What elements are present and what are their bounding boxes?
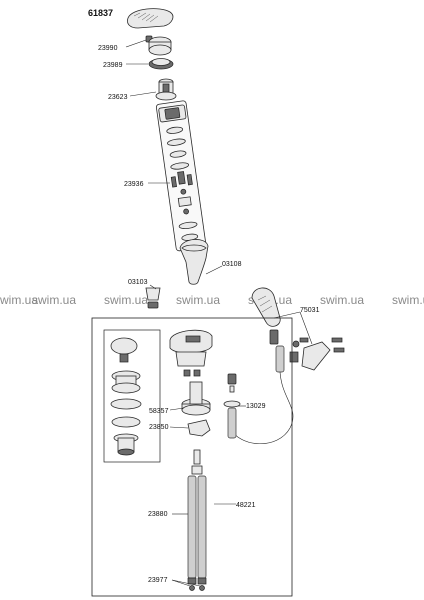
- shower-hose: [229, 340, 300, 445]
- spout: [179, 239, 209, 285]
- cover-cap: [148, 36, 172, 56]
- label-23880: 23880: [148, 511, 168, 518]
- waste-kit-frame: [103, 329, 161, 463]
- watermark-row: swim.ua swim.ua swim.ua swim.ua swim.ua …: [0, 293, 424, 307]
- label-03103: 03103: [128, 279, 148, 286]
- supply-hoses: [187, 449, 207, 585]
- mounting-nut: [181, 381, 211, 416]
- label-58357: 58357: [149, 408, 169, 415]
- label-23977: 23977: [148, 577, 168, 584]
- aerator: [145, 287, 161, 309]
- body-tube: [155, 100, 207, 252]
- watermark: swim.ua: [104, 293, 148, 307]
- label-13029: 13029: [246, 403, 266, 410]
- watermark: swim.ua: [0, 293, 38, 307]
- lever-handle: [127, 8, 174, 29]
- watermark: swim.ua: [32, 293, 76, 307]
- label-75031: 75031: [300, 307, 320, 314]
- label-23850: 23850: [149, 424, 169, 431]
- clamp-plate: [187, 419, 211, 437]
- watermark: swim.ua: [320, 293, 364, 307]
- model-number: 61837: [88, 8, 113, 18]
- label-48221: 48221: [236, 502, 256, 509]
- lower-assembly-frame: [91, 317, 293, 597]
- label-03108: 03108: [222, 261, 242, 268]
- pop-up-waste: [110, 337, 142, 456]
- threaded-ring: [148, 58, 174, 70]
- watermark: swim.ua: [176, 293, 220, 307]
- hose-connector: [223, 373, 241, 439]
- hand-shower: [251, 287, 281, 345]
- valve-body: [169, 329, 213, 377]
- watermark: swim.ua: [392, 293, 424, 307]
- label-23623: 23623: [108, 94, 128, 101]
- label-23936: 23936: [124, 181, 144, 188]
- cartridge: [155, 78, 177, 101]
- label-23990: 23990: [98, 45, 118, 52]
- label-23989: 23989: [103, 62, 123, 69]
- hose-seals: [189, 585, 205, 591]
- wall-bracket: [299, 337, 345, 371]
